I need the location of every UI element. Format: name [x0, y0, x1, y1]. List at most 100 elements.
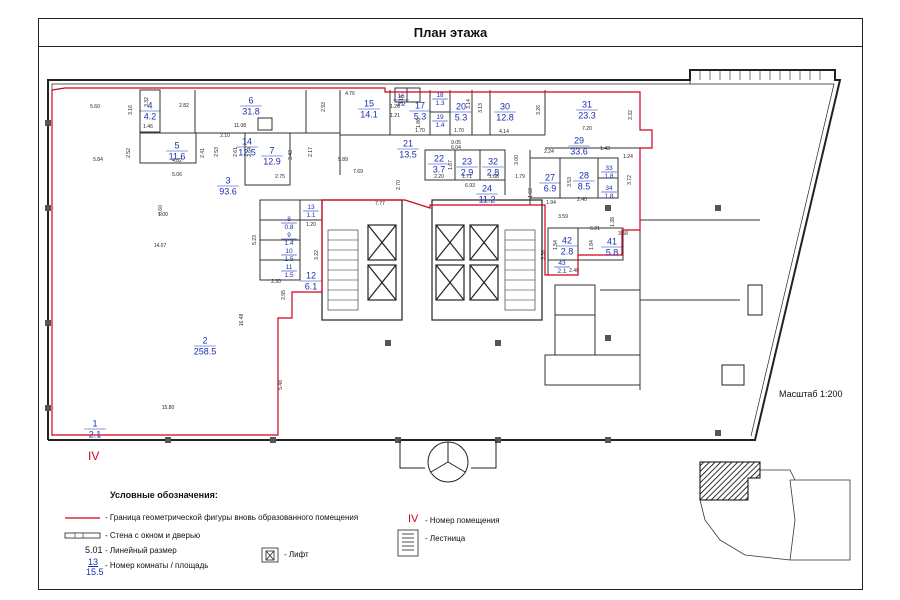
- legend-wall-sample: [64, 532, 101, 539]
- room-number: 28: [579, 171, 589, 181]
- room-area: 5.3: [455, 113, 468, 123]
- dimension-label: 3.32: [144, 97, 150, 107]
- room-label: 131.1: [303, 204, 319, 219]
- dimension-label: 2.41: [200, 148, 206, 158]
- room-area: 23.3: [578, 111, 596, 121]
- room-number: 24: [482, 184, 492, 194]
- dimension-label: 1.71: [462, 174, 472, 180]
- legend-symbols: [64, 517, 419, 563]
- dimension-label: 7.77: [375, 201, 385, 207]
- room-number: 4: [147, 101, 152, 111]
- room-area: 12.5: [238, 148, 256, 158]
- dimension-label: 2.10: [220, 133, 230, 139]
- room-labels: 12.12258.5393.644.2511.6631.8712.980.891…: [84, 92, 623, 440]
- room-area: 258.5: [194, 347, 217, 357]
- room-number: 7: [269, 146, 274, 156]
- legend-stair-icon: [397, 529, 419, 557]
- room-area: 14.1: [360, 110, 378, 120]
- legend-lift-icon: [261, 547, 279, 563]
- dimension-label: 2.82: [179, 103, 189, 109]
- premise-boundary: [51, 87, 653, 436]
- dimension-label: 3.38: [541, 250, 547, 260]
- dimension-label: 2.20: [434, 174, 444, 180]
- room-label: 341.8: [601, 185, 617, 200]
- dimension-label: 1.00: [158, 212, 168, 218]
- dimension-label: 7.69: [353, 169, 363, 175]
- dimension-label: 3.22: [314, 250, 320, 260]
- room-area: 12.8: [496, 113, 514, 123]
- room-label: 126.1: [300, 271, 322, 292]
- facade-windows: [721, 284, 763, 386]
- legend-room-area: 15.5: [86, 567, 104, 577]
- room-area: 31.8: [242, 107, 260, 117]
- dimension-label: 2.93: [321, 102, 327, 112]
- room-number: 9: [287, 232, 291, 239]
- room-area: 1.4: [284, 240, 293, 247]
- room-label: 111.5: [281, 264, 297, 279]
- room-number: 19: [436, 114, 444, 121]
- room-area: 33.6: [570, 147, 588, 157]
- dimension-label: 1.70: [415, 128, 425, 134]
- dimension-label: 4.14: [499, 129, 509, 135]
- room-area: 1.4: [435, 122, 444, 129]
- room-area: 1.3: [435, 100, 444, 107]
- room-area: 5.3: [414, 112, 427, 122]
- dimension-label: 0.60: [158, 205, 164, 215]
- legend-wall-text: - Стена с окном и дверью: [105, 531, 201, 540]
- room-area: 1.1: [306, 212, 315, 219]
- dimension-label: 1.38: [610, 217, 616, 227]
- legend-dim-sample: 5.01: [85, 545, 103, 555]
- dimension-label: 2.64: [247, 147, 253, 157]
- dimension-label: 2.40: [569, 268, 579, 274]
- entrance-rotunda: [399, 440, 497, 483]
- room-number: 13: [307, 204, 315, 211]
- dimension-label: 3.14: [466, 99, 472, 109]
- room-area: 13.5: [399, 150, 417, 160]
- dimension-label: 1.46: [143, 124, 153, 130]
- dimension-label: 2.17: [308, 147, 314, 157]
- room-area: 2.1: [89, 430, 102, 440]
- dimension-label: 1.94: [546, 200, 556, 206]
- interior-walls: [139, 87, 760, 390]
- dimension-label: 3.32: [628, 110, 634, 120]
- room-label: 631.8: [240, 96, 262, 117]
- room-number: 41: [607, 237, 617, 247]
- dimension-label: 14.07: [154, 243, 167, 249]
- legend-premise-text: - Номер помещения: [425, 516, 500, 525]
- room-number: 34: [605, 185, 613, 192]
- room-number: 29: [574, 136, 584, 146]
- room-number: 23: [462, 157, 472, 167]
- room-number: 6: [248, 96, 253, 106]
- room-area: 8.5: [578, 182, 591, 192]
- dimension-label: 1.43: [600, 146, 610, 152]
- room-area: 0.8: [284, 224, 293, 231]
- dimension-label: 6.21: [590, 226, 600, 232]
- room-number: 22: [434, 154, 444, 164]
- room-number: 3: [225, 176, 230, 186]
- dimension-label: 1.70: [454, 128, 464, 134]
- legend-title: Условные обозначения:: [110, 490, 218, 500]
- dimension-label: 3.72: [627, 175, 633, 185]
- legend-boundary-text: - Граница геометрической фигуры вновь об…: [105, 513, 359, 522]
- dimension-label: 2.61: [233, 147, 239, 157]
- room-label: 331.8: [601, 165, 617, 180]
- room-number: 8: [287, 216, 291, 223]
- dimension-label: 3.14: [399, 95, 405, 105]
- room-number: 30: [500, 102, 510, 112]
- room-number: 42: [562, 236, 572, 246]
- room-number: 5: [174, 141, 179, 151]
- room-label: 232.9: [456, 157, 478, 178]
- room-label: 181.3: [432, 92, 448, 107]
- building-core: [321, 199, 543, 321]
- room-number: 32: [488, 157, 498, 167]
- room-area: 11.6: [169, 152, 186, 162]
- room-label: 191.4: [432, 114, 448, 129]
- room-area: 6.9: [544, 184, 557, 194]
- premise-number: IV: [88, 449, 99, 463]
- room-label: 432.1: [554, 260, 570, 275]
- dimension-label: 2.24: [544, 149, 554, 155]
- dimension-label: 1.68: [489, 174, 499, 180]
